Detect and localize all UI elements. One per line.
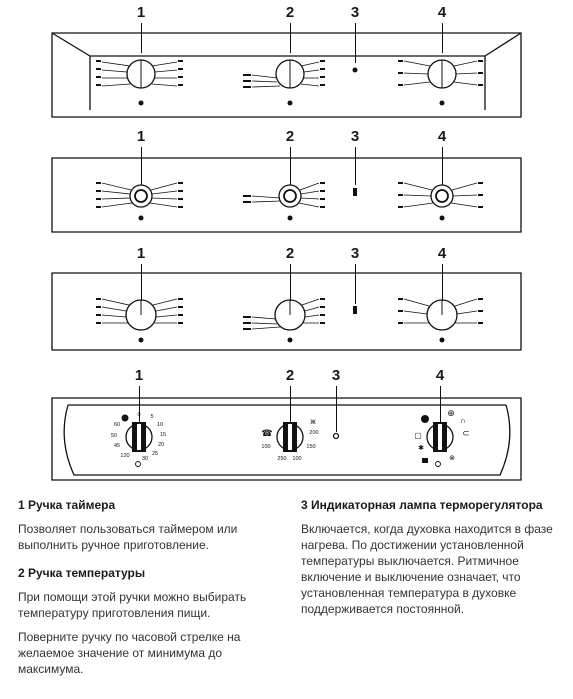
function-defrost-icon: ✱ xyxy=(418,444,424,452)
callout-line xyxy=(442,264,443,300)
function-bottom-heat-icon: ⊂ xyxy=(462,428,470,438)
function-grill-icon: ▢ xyxy=(414,431,422,440)
callout-line xyxy=(355,23,356,63)
temperature-knob-4[interactable] xyxy=(276,422,304,452)
function-fan-icon: ⊕ xyxy=(447,408,455,418)
timer-knob-3[interactable] xyxy=(125,299,157,331)
temperature-knob-1[interactable] xyxy=(275,59,305,89)
callout-temperature: 2 xyxy=(285,4,295,21)
section-3-title: 3 Индикаторная лампа терморегулятора xyxy=(301,498,543,512)
section-2-text-2: Поверните ручку по часовой стрелке на же… xyxy=(18,630,241,676)
function-convection-icon: ⊗ xyxy=(449,455,455,462)
function-top-heat-icon: ∩ xyxy=(460,416,466,425)
temperature-label: 100 xyxy=(261,444,270,450)
callout-function: 4 xyxy=(437,245,447,262)
callout-line xyxy=(290,147,291,185)
timer-label: 120 xyxy=(120,453,129,459)
callout-line xyxy=(141,23,142,53)
callout-function: 4 xyxy=(437,128,447,145)
timer-bell-icon xyxy=(121,414,129,422)
timer-knob-2[interactable] xyxy=(129,184,153,208)
function-knob-4[interactable] xyxy=(426,422,454,452)
function-knob-2[interactable] xyxy=(430,184,454,208)
temperature-label: 150 xyxy=(306,444,315,450)
function-knob-3[interactable] xyxy=(426,299,458,331)
callout-timer: 1 xyxy=(136,4,146,21)
function-light-icon xyxy=(421,415,429,423)
callout-temperature: 2 xyxy=(285,128,295,145)
callout-line xyxy=(290,264,291,300)
timer-label: 5 xyxy=(150,414,153,420)
callout-temperature: 2 xyxy=(285,367,295,384)
indicator-lamp-1 xyxy=(352,67,358,73)
timer-label: 15 xyxy=(160,432,166,438)
callout-line xyxy=(139,386,140,422)
callout-line xyxy=(442,147,443,185)
timer-label: 25 xyxy=(152,451,158,457)
callout-line xyxy=(290,23,291,53)
timer-label: 50 xyxy=(111,433,117,439)
section-1-title: 1 Ручка таймера xyxy=(18,498,116,512)
callout-timer: 1 xyxy=(134,367,144,384)
timer-label: 45 xyxy=(114,443,120,449)
callout-line xyxy=(442,23,443,53)
callout-line xyxy=(141,264,142,300)
oven-panel-variant-4: 0 5 10 15 60 20 50 25 45 30 120 ж 200 15… xyxy=(51,397,522,481)
timer-knob-4[interactable] xyxy=(125,422,153,452)
timer-label: 20 xyxy=(158,442,164,448)
callout-timer: 1 xyxy=(136,245,146,262)
indicator-lamp-4 xyxy=(332,432,340,440)
temperature-label: 200 xyxy=(309,430,318,436)
callout-line xyxy=(141,147,142,185)
section-3-text: Включается, когда духовка находится в фа… xyxy=(301,522,553,616)
callout-indicator: 3 xyxy=(350,128,360,145)
left-text-column: 1 Ручка таймера Позволяет пользоваться т… xyxy=(18,497,288,685)
temperature-knob-3[interactable] xyxy=(274,299,306,331)
callout-indicator: 3 xyxy=(350,245,360,262)
oven-panel-variant-1 xyxy=(51,32,522,118)
indicator-lamp-2 xyxy=(353,188,357,196)
timer-label: 60 xyxy=(114,422,120,428)
callout-function: 4 xyxy=(435,367,445,384)
callout-indicator: 3 xyxy=(350,4,360,21)
oven-panel-variant-2 xyxy=(51,157,522,233)
callout-function: 4 xyxy=(437,4,447,21)
right-text-column: 3 Индикаторная лампа терморегулятора Вкл… xyxy=(301,497,563,625)
callout-line xyxy=(440,386,441,422)
temperature-knob-2[interactable] xyxy=(278,184,302,208)
callout-line xyxy=(336,386,337,432)
callout-timer: 1 xyxy=(136,128,146,145)
function-double-grill-icon xyxy=(422,458,428,463)
section-2-title: 2 Ручка температуры xyxy=(18,566,146,580)
timer-manual-icon xyxy=(135,461,141,467)
temperature-label: 250 xyxy=(277,456,286,462)
callout-indicator: 3 xyxy=(331,367,341,384)
oven-panel-variant-3 xyxy=(51,272,522,351)
callout-temperature: 2 xyxy=(285,245,295,262)
callout-line xyxy=(355,147,356,185)
function-off-icon xyxy=(435,461,441,467)
timer-label: 10 xyxy=(157,422,163,428)
timer-knob-1[interactable] xyxy=(126,59,156,89)
callout-line xyxy=(355,264,356,304)
temperature-max-icon: ж xyxy=(310,417,316,426)
indicator-lamp-3 xyxy=(353,306,357,314)
timer-label: 30 xyxy=(142,456,148,462)
temperature-grill-icon: ☎ xyxy=(261,428,272,438)
section-1-text: Позволяет пользоваться таймером или выпо… xyxy=(18,522,238,552)
section-2-text-1: При помощи этой ручки можно выбирать тем… xyxy=(18,590,247,620)
callout-line xyxy=(290,386,291,422)
function-knob-1[interactable] xyxy=(427,59,457,89)
temperature-label: 100 xyxy=(292,456,301,462)
